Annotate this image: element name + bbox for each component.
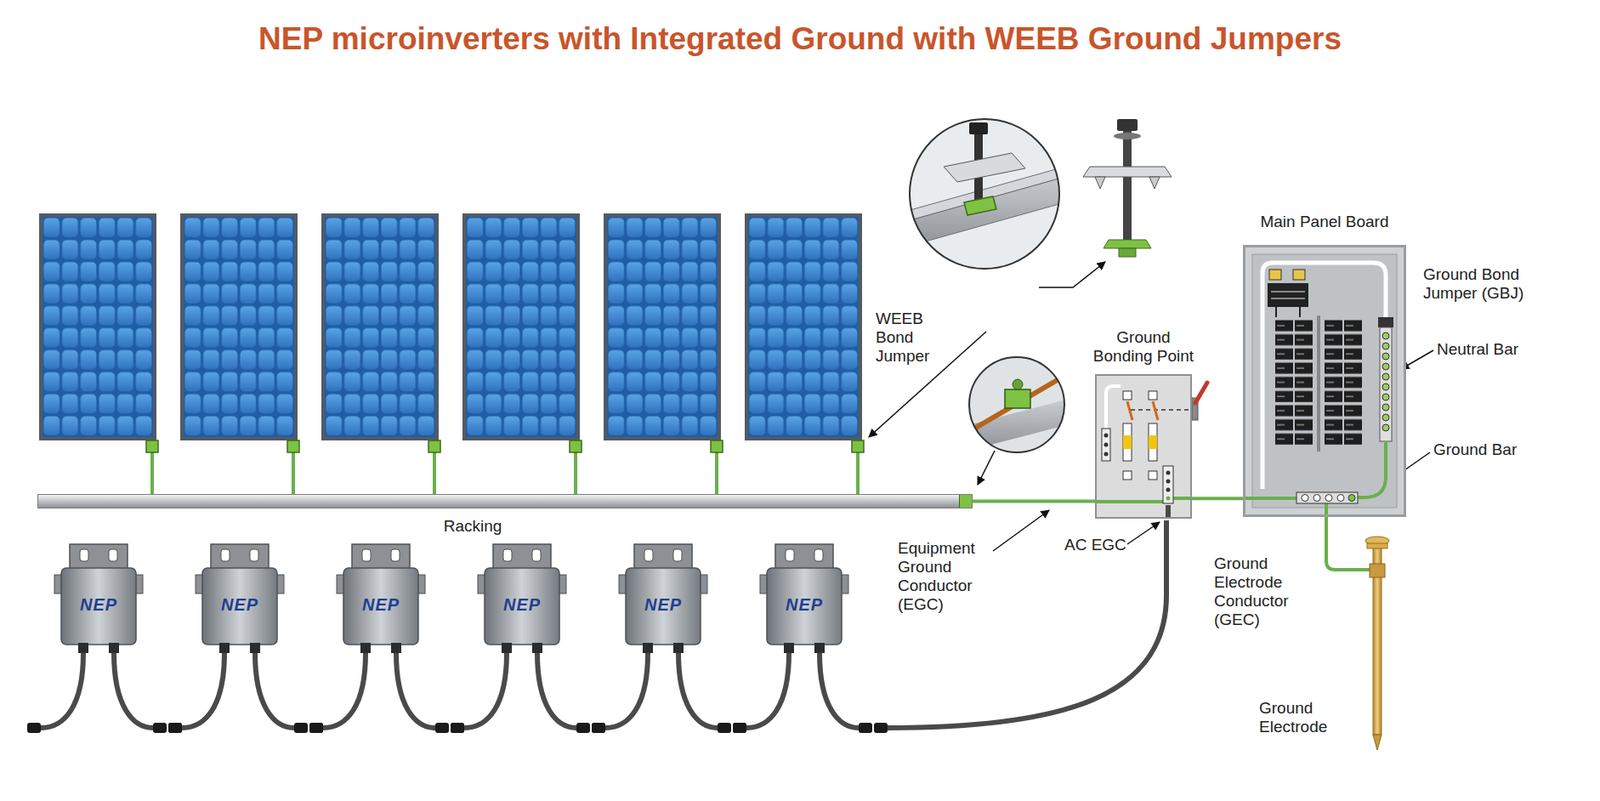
brand-logo: NEP [487, 595, 557, 614]
callout-label: Ground Bar [1433, 440, 1517, 460]
callout-label: Neutral Bar [1436, 340, 1519, 359]
callout-label: AC EGC [1064, 535, 1127, 555]
disconnect-interior [1096, 375, 1191, 517]
brand-logo: NEP [629, 595, 698, 614]
big-inset [901, 110, 1072, 281]
callout-label: Equipment Ground Conductor (EGC) [897, 539, 1000, 614]
callout-label: Ground Electrode [1259, 698, 1353, 737]
panel-housing [1242, 244, 1407, 517]
callout-label: Ground Electrode Conductor (GEC) [1214, 554, 1317, 630]
brand-logo: NEP [64, 595, 133, 614]
ground-bonding-point: Ground Bonding Point [1088, 328, 1199, 519]
weeb-bolt [1083, 119, 1172, 257]
node-heading: Ground Bonding Point [1088, 328, 1199, 366]
trunk-cable [887, 520, 1167, 728]
callout-label: WEEB Bond Jumper [875, 309, 954, 366]
small-inset [967, 355, 1067, 454]
rail-end-cap [958, 494, 972, 508]
disconnect-handle [1191, 382, 1208, 420]
panel-interior [1245, 247, 1404, 515]
leader-line [1038, 261, 1106, 288]
node-heading: Racking [402, 516, 543, 536]
diagram-title: NEP microinverters with Integrated Groun… [0, 20, 1600, 58]
racking-rail: Racking [37, 493, 973, 540]
disconnect-housing [1095, 374, 1192, 519]
leader-line [977, 450, 995, 485]
microinverters [27, 520, 1167, 733]
ground-conductor [972, 499, 1096, 504]
node-heading: Main Panel Board [1242, 212, 1407, 232]
callout-label: Ground Bond Jumper (GBJ) [1423, 265, 1534, 303]
solar-panels [39, 213, 864, 495]
ground-conductor [1191, 496, 1243, 500]
rail-bar [37, 493, 973, 509]
brand-logo: NEP [346, 595, 415, 614]
brand-logo: NEP [770, 595, 839, 614]
main-panel-board: Main Panel Board [1242, 207, 1407, 517]
ground-electrode [1326, 516, 1390, 750]
brand-logo: NEP [205, 595, 274, 614]
